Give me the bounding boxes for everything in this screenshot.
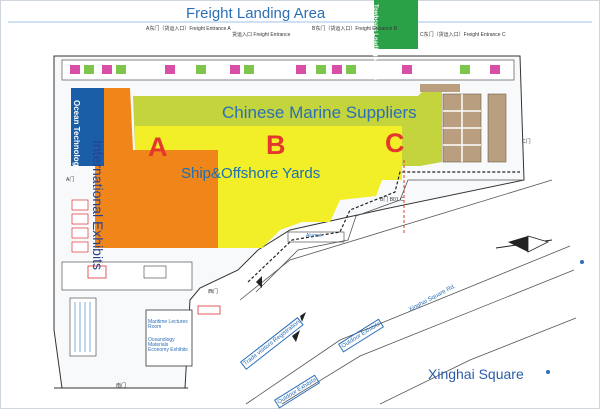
right-top-block xyxy=(420,84,460,92)
oceanology-label: Oceanology Materials Economy Exhibits xyxy=(148,337,188,353)
gate-left-label: A门 xyxy=(66,177,75,183)
entrance-a-label: A东门（货运入口）Freight Entrance A xyxy=(146,26,231,32)
boundary-dashed-1 xyxy=(247,171,520,283)
entrance-mid-label: 货运入口 Freight Entrance xyxy=(232,32,291,38)
entrance-b-label: B东门（货运入口）Freight Entrance B xyxy=(312,26,398,32)
ocean-tech-zone xyxy=(71,88,104,166)
alumni-box xyxy=(287,231,345,243)
booth-markers xyxy=(70,65,500,74)
freight-landing-title: Freight Landing Area xyxy=(186,5,326,22)
hall-b-letter: B xyxy=(266,130,286,160)
maritime-label: Maritime Lectures Room xyxy=(148,319,188,330)
lower-room xyxy=(143,265,167,279)
alumni-label: Alumni xyxy=(306,233,322,239)
road-edge-2 xyxy=(245,245,571,405)
left-stairs-lines xyxy=(74,302,91,352)
ocean-tech-label: Ocean Technology xyxy=(72,100,81,171)
left-small-booths xyxy=(71,199,89,253)
international-zone xyxy=(95,88,218,248)
ship-offshore-zone xyxy=(135,126,402,248)
hall-c-letter: C xyxy=(385,128,405,158)
red-room xyxy=(197,305,221,315)
west-gate-label: 西门 xyxy=(208,289,219,295)
gate-c-label: C门 xyxy=(522,139,531,145)
lower-booth xyxy=(87,265,107,279)
right-block-grid xyxy=(443,94,481,162)
road-edge-1 xyxy=(239,179,553,301)
hall-a-letter: A xyxy=(148,132,168,162)
chinese-marine-label: Chinese Marine Suppliers xyxy=(222,103,417,122)
north-arrow-icon xyxy=(495,235,553,253)
road-edge-3 xyxy=(281,269,575,405)
top-booth-strip xyxy=(61,59,515,81)
south-gate-label: 南门 xyxy=(116,383,127,389)
boundary-line-2 xyxy=(255,179,522,293)
right-service-block-2 xyxy=(487,93,507,163)
international-label: International Exhibits xyxy=(90,140,106,270)
towboats-label: Towboats Loading/Vessels xyxy=(372,4,378,81)
road-edge-4 xyxy=(379,317,577,405)
left-stairs xyxy=(69,297,97,357)
xinghai-square-label: Xinghai Square xyxy=(428,366,524,382)
entrance-c-label: C东门（货运入口）Freight Entrance C xyxy=(420,32,506,38)
pin-icon xyxy=(546,370,550,374)
lower-service-strip xyxy=(61,261,193,291)
pin-icon xyxy=(580,260,584,264)
flow-arrows xyxy=(256,276,306,342)
ship-offshore-label: Ship&Offshore Yards xyxy=(181,165,321,182)
towboats-block xyxy=(374,0,418,49)
gate-b-label: B门 B01 C xyxy=(380,197,404,203)
lectures-room xyxy=(145,309,193,367)
